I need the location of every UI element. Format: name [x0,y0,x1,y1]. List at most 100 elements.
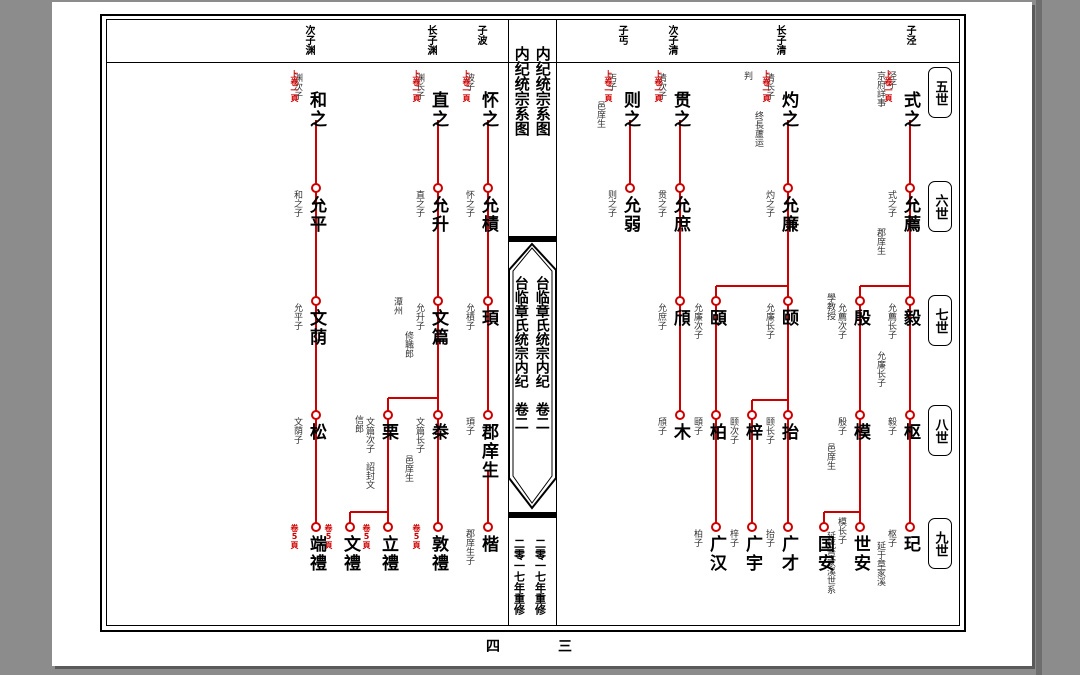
person-name: 栗 [378,423,398,442]
person-note: 邑庠生 [403,455,413,482]
person-note: 允升子 [414,303,424,330]
person-note: 梓子 [728,529,738,547]
person-name: 郡庠生 [478,423,498,480]
person-note: 清长子 [764,73,774,100]
header-col: 次子清 [666,25,677,55]
person-note: 允樍子 [464,303,474,330]
person-name: 和之 [306,91,326,129]
person-name: 颐 [778,309,798,328]
person-name: 广才 [778,535,798,573]
person-note: 终長蘆运 [753,111,763,147]
person-name: 允升 [428,196,448,234]
person-name: 松 [306,423,326,442]
header-col: 次子渊 [303,25,314,55]
header-col: 子泾 [904,25,915,45]
person-note: 渊次子 [292,73,302,100]
person-name: 贯之 [670,91,690,129]
person-name: 抬 [778,423,798,442]
person-note: 抬子 [764,529,774,547]
page-ref-tag: 卷5頁 [290,524,299,549]
person-note: 潭州 [392,297,402,315]
person-note: 邑庠生 [825,443,835,470]
person-name: 文禮 [340,535,360,573]
page-ref-tag: 卷5頁 [412,524,421,549]
person-note: 頊子 [464,417,474,435]
person-name: 頊 [478,309,498,328]
spine-left-border [508,19,509,626]
person-name: 广宇 [742,535,762,573]
header-col: 子丐 [616,25,627,45]
generation-label-6: 六世 [928,181,952,232]
person-note: 毅子 [886,417,896,435]
person-name: 玘 [900,535,920,554]
person-note: 渊长子 [414,73,424,100]
person-note: 枢子 [886,529,896,547]
generation-label-9: 九世 [928,518,952,569]
person-note: 直之子 [414,190,424,217]
person-note: 詔封文 [364,462,374,489]
person-note: 颐次子 [728,417,738,444]
person-note: 柏子 [692,529,702,547]
person-note: 允廉长子 [875,351,885,387]
person-note: 式之子 [886,190,896,217]
person-name: 怀之 [478,91,498,129]
page-ref-tag: 上卷一頁 [412,70,421,102]
viewer-scrollbar-edge[interactable] [1036,0,1042,675]
person-name: 頎 [670,309,690,328]
person-name: 文篇 [428,309,448,347]
generation-label-7: 七世 [928,295,952,346]
person-note: 頎子 [656,417,666,435]
person-name: 殷 [850,309,870,328]
spine-band-top [509,236,556,242]
header-col: 长子清 [774,25,785,55]
person-note: 灼之子 [764,190,774,217]
spine-book-title-right: 台临章氏统宗内纪 卷二 [533,276,550,430]
person-name: 木 [670,423,690,442]
person-name: 梓 [742,423,762,442]
person-name: 世安 [850,535,870,573]
person-name: 桊 [428,423,448,442]
page-ref-tag: 上卷一頁 [604,70,613,102]
spine-right-border [556,19,557,626]
person-note: 允薦次子 [836,303,846,339]
person-name: 枢 [900,423,920,442]
spine-book-title-left: 台临章氏统宗内纪 卷二 [512,276,529,430]
person-note: 延光章家溪世系 [825,531,835,594]
person-note: 文篇次子 [364,417,374,453]
page-ref-tag: 上卷一頁 [654,70,663,102]
person-note: 允庶子 [656,303,666,330]
person-note: 邑庠生 [595,101,605,128]
person-name: 毅 [900,309,920,328]
person-name: 灼之 [778,91,798,129]
person-name: 允庶 [670,196,690,234]
person-name: 允樍 [478,196,498,234]
person-note: 波子 [464,73,474,91]
person-name: 广汉 [706,535,726,573]
page-inner-frame [106,19,960,626]
page-ref-tag: 上卷一頁 [884,70,893,102]
person-note: 學教授 [825,293,835,320]
person-name: 端禮 [306,535,326,573]
person-note: 殷子 [836,417,846,435]
person-note: 郡庠生 [875,228,885,255]
spine-edition-right: 二零一七年重修 [533,538,547,615]
person-note: 修職郎 [403,331,413,358]
person-note: 清次子 [656,73,666,100]
page-number-right: 三 [558,639,572,655]
person-note: 贯之子 [656,190,666,217]
person-note: 文荫子 [292,417,302,444]
page-ref-tag: 上卷一頁 [290,70,299,102]
page-ref-tag: 卷5頁 [324,524,333,549]
person-note: 则之子 [606,190,616,217]
spine-edition-left: 二零一七年重修 [512,538,526,615]
generation-label-5: 五世 [928,67,952,118]
person-name: 允弱 [620,196,640,234]
page-number-left: 四 [486,639,500,655]
person-note: 頤子 [692,417,702,435]
person-note: 允薦长子 [886,303,896,339]
header-divider [106,62,960,63]
person-name: 立禮 [378,535,398,573]
page-ref-tag: 上卷一頁 [762,70,771,102]
person-name: 则之 [620,91,640,129]
person-name: 允薦 [900,196,920,234]
